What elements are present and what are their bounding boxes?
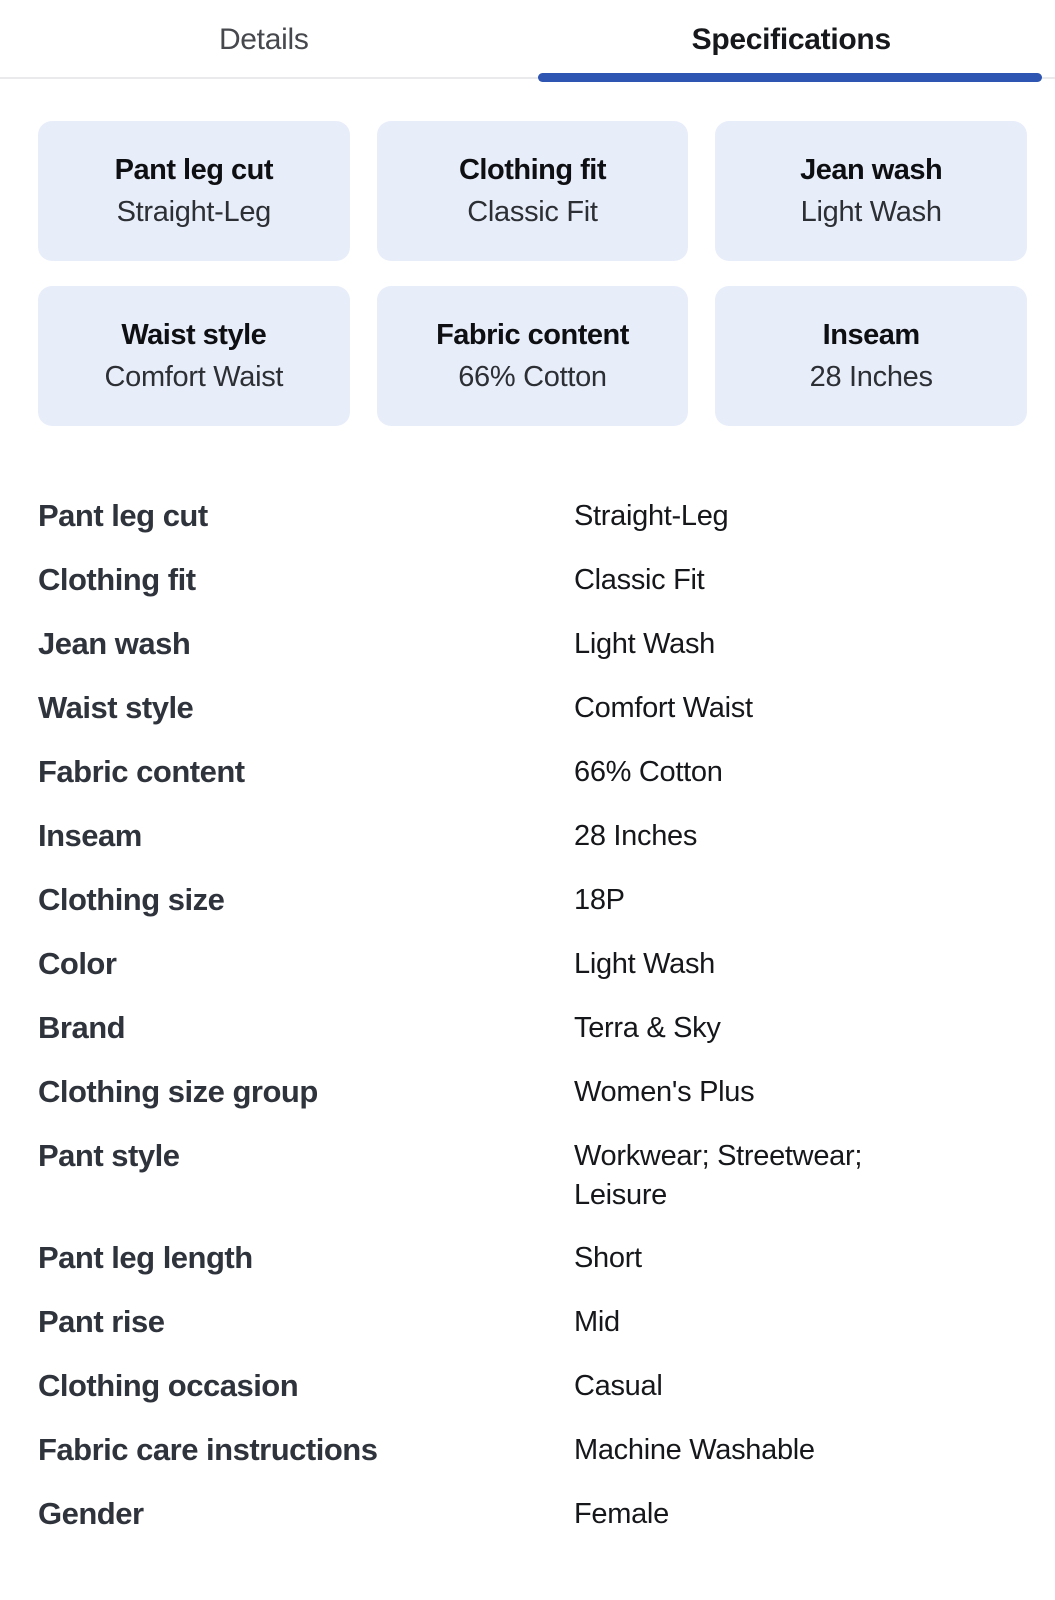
spec-value: 28 Inches	[574, 820, 698, 852]
spec-value: Female	[574, 1498, 669, 1530]
spec-label: Jean wash	[38, 626, 191, 661]
spec-label: Clothing occasion	[38, 1368, 299, 1403]
spec-value: Machine Washable	[574, 1434, 815, 1466]
spec-row-pant-style: Pant style Workwear; Streetwear; Leisure	[38, 1135, 1027, 1215]
card-label: Inseam	[822, 318, 920, 351]
highlight-card-jean-wash: Jean wash Light Wash	[715, 121, 1027, 261]
card-value: Classic Fit	[467, 195, 598, 228]
tab-details-label: Details	[218, 22, 309, 56]
card-value: 28 Inches	[809, 360, 933, 393]
tab-details[interactable]: Details	[0, 0, 528, 77]
spec-row-pant-leg-cut: Pant leg cut Straight-Leg	[38, 495, 1027, 537]
spec-label: Fabric care instructions	[38, 1432, 378, 1467]
specifications-list: Pant leg cut Straight-Leg Clothing fit C…	[0, 495, 1055, 1535]
spec-row-gender: Gender Female	[38, 1493, 1027, 1535]
spec-row-fabric-content: Fabric content 66% Cotton	[38, 751, 1027, 793]
tab-specifications-label: Specifications	[691, 22, 892, 56]
spec-value: 18P	[574, 884, 625, 916]
spec-value: Mid	[574, 1306, 620, 1338]
spec-row-inseam: Inseam 28 Inches	[38, 815, 1027, 857]
spec-row-clothing-fit: Clothing fit Classic Fit	[38, 559, 1027, 601]
highlight-card-waist-style: Waist style Comfort Waist	[38, 286, 350, 426]
spec-value: Short	[574, 1242, 642, 1274]
spec-label: Waist style	[38, 690, 194, 725]
spec-value: Casual	[574, 1370, 663, 1402]
highlight-card-inseam: Inseam 28 Inches	[715, 286, 1027, 426]
tab-specifications[interactable]: Specifications	[528, 0, 1055, 77]
spec-value: 66% Cotton	[574, 756, 723, 788]
spec-row-brand: Brand Terra & Sky	[38, 1007, 1027, 1049]
spec-row-clothing-size: Clothing size 18P	[38, 879, 1027, 921]
spec-label: Pant style	[38, 1138, 180, 1173]
spec-value: Classic Fit	[574, 564, 705, 596]
spec-row-pant-leg-length: Pant leg length Short	[38, 1237, 1027, 1279]
spec-label: Clothing fit	[38, 562, 196, 597]
spec-row-fabric-care-instructions: Fabric care instructions Machine Washabl…	[38, 1429, 1027, 1471]
card-label: Jean wash	[800, 153, 943, 186]
spec-row-clothing-size-group: Clothing size group Women's Plus	[38, 1071, 1027, 1113]
card-label: Clothing fit	[458, 153, 607, 186]
card-value: Comfort Waist	[104, 360, 284, 393]
spec-label: Pant rise	[38, 1304, 165, 1339]
spec-label: Fabric content	[38, 754, 245, 789]
active-tab-indicator	[538, 73, 1042, 82]
spec-label: Pant leg length	[38, 1240, 253, 1275]
spec-value: Terra & Sky	[574, 1012, 721, 1044]
spec-value: Light Wash	[574, 628, 715, 660]
card-label: Pant leg cut	[114, 153, 274, 186]
spec-label: Color	[38, 946, 117, 981]
tab-bar: Details Specifications	[0, 0, 1055, 82]
spec-label: Clothing size group	[38, 1074, 318, 1109]
spec-row-waist-style: Waist style Comfort Waist	[38, 687, 1027, 729]
spec-label: Inseam	[38, 818, 142, 853]
spec-row-color: Color Light Wash	[38, 943, 1027, 985]
spec-value: Light Wash	[574, 948, 715, 980]
card-label: Waist style	[121, 318, 267, 351]
spec-label: Brand	[38, 1010, 126, 1045]
card-value: 66% Cotton	[458, 360, 607, 393]
highlight-card-fabric-content: Fabric content 66% Cotton	[376, 286, 689, 426]
spec-value: Straight-Leg	[574, 500, 729, 532]
spec-value: Women's Plus	[574, 1076, 755, 1108]
highlight-card-clothing-fit: Clothing fit Classic Fit	[376, 121, 689, 261]
spec-label: Pant leg cut	[38, 498, 208, 533]
spec-row-clothing-occasion: Clothing occasion Casual	[38, 1365, 1027, 1407]
highlight-cards-grid: Pant leg cut Straight-Leg Clothing fit C…	[38, 121, 1027, 426]
card-value: Light Wash	[800, 195, 942, 228]
spec-row-jean-wash: Jean wash Light Wash	[38, 623, 1027, 665]
card-label: Fabric content	[436, 318, 629, 351]
spec-value: Workwear; Streetwear; Leisure	[574, 1140, 863, 1211]
spec-value: Comfort Waist	[574, 692, 753, 724]
spec-row-pant-rise: Pant rise Mid	[38, 1301, 1027, 1343]
highlight-card-pant-leg-cut: Pant leg cut Straight-Leg	[38, 121, 350, 261]
spec-label: Gender	[38, 1496, 144, 1531]
spec-label: Clothing size	[38, 882, 225, 917]
card-value: Straight-Leg	[116, 195, 272, 228]
